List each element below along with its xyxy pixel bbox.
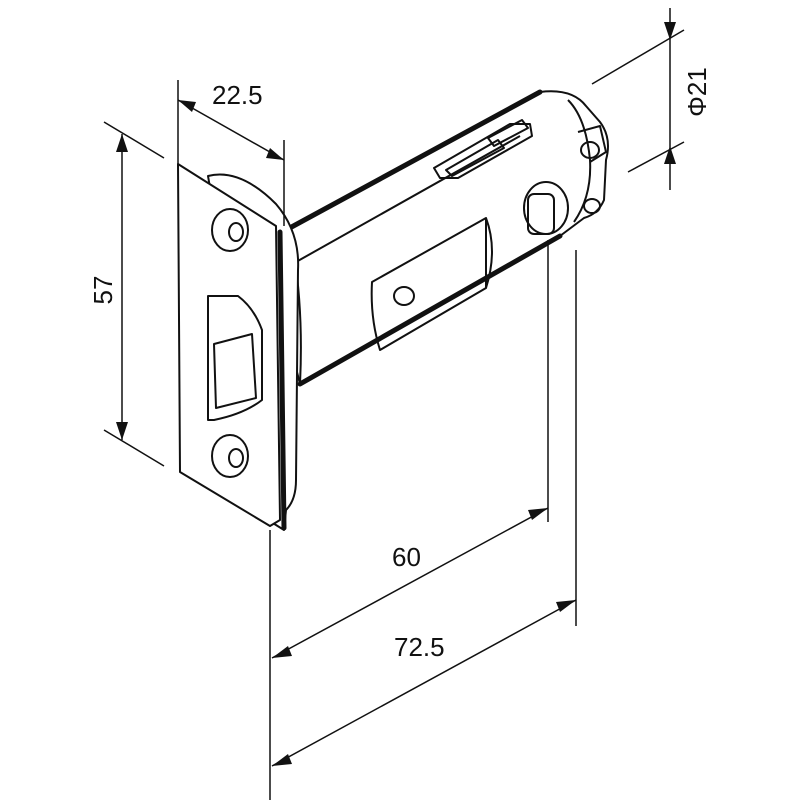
mounting-hole-top: [211, 208, 249, 252]
dimension-overall-length: 72.5: [271, 250, 577, 767]
dimension-faceplate-width: 22.5: [177, 80, 285, 226]
mounting-hole-bottom: [211, 434, 249, 478]
faceplate: [177, 163, 300, 531]
faceplate-front-edge: [277, 229, 287, 531]
side-window: [370, 217, 487, 351]
cylinder-bottom-edge: [297, 233, 563, 387]
top-slot: [433, 123, 533, 179]
side-rivet: [393, 286, 415, 306]
sleeve-line: [295, 135, 521, 263]
dim-label-faceplate-width: 22.5: [212, 80, 263, 110]
dim-label-body-diameter: Φ21: [682, 67, 712, 117]
dimension-backset: 60: [269, 240, 549, 800]
faceplate-front: [177, 163, 281, 527]
side-window-ridge: [485, 217, 493, 289]
top-slot-tab: [487, 119, 529, 147]
dimension-faceplate-height: 57: [88, 121, 165, 467]
latch-cylinder: [285, 90, 609, 385]
latch-body: [283, 89, 609, 387]
dim-label-backset: 60: [392, 542, 421, 572]
rear-cap: [567, 99, 592, 223]
spindle-hole-square: [527, 193, 555, 235]
cylinder-top-edge: [283, 89, 543, 233]
rear-cap-inner: [577, 125, 607, 163]
dim-label-faceplate-height: 57: [88, 276, 118, 305]
dimension-body-diameter: Φ21: [591, 8, 712, 190]
rear-hole-upper: [580, 141, 600, 159]
latch-bolt-opening: [207, 295, 263, 421]
top-slot-inner: [445, 139, 505, 177]
rear-hole-lower: [583, 198, 601, 214]
latch-bolt-face: [213, 333, 257, 409]
dim-label-overall-length: 72.5: [394, 632, 445, 662]
